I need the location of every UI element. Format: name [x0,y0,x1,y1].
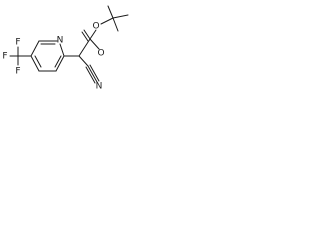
bond [89,38,100,50]
ester-group [78,29,100,57]
tert-butyl-group [100,5,129,32]
bond [55,55,65,72]
atom-label-carbonyl-oxygen: O [97,49,104,59]
bond [81,31,89,42]
bond [78,55,89,67]
atom-label-ring-nitrogen: N [57,36,64,46]
atom-label-fluorine-top: F [15,38,20,48]
bond [34,55,42,68]
bond [30,55,40,72]
chemical-structure: F F F N O O N [2,5,129,92]
atom-label-ester-oxygen: O [92,22,99,32]
bond [112,17,119,32]
bond [54,55,62,68]
bond [100,17,114,25]
bond [83,29,91,40]
atom-label-fluorine-left: F [2,52,7,62]
bond [89,64,100,82]
bond [107,5,114,19]
bond [59,43,65,57]
bond [87,65,98,83]
bond [30,40,40,57]
pyridine-ring [30,40,80,72]
bond [78,38,91,57]
atom-label-nitrile-nitrogen: N [96,82,103,92]
bond [89,29,97,40]
atom-label-fluorine-bottom: F [15,67,20,77]
nitrile-group [78,55,100,84]
bond [85,66,96,84]
bond [112,14,129,19]
trifluoromethyl-group [9,46,32,66]
